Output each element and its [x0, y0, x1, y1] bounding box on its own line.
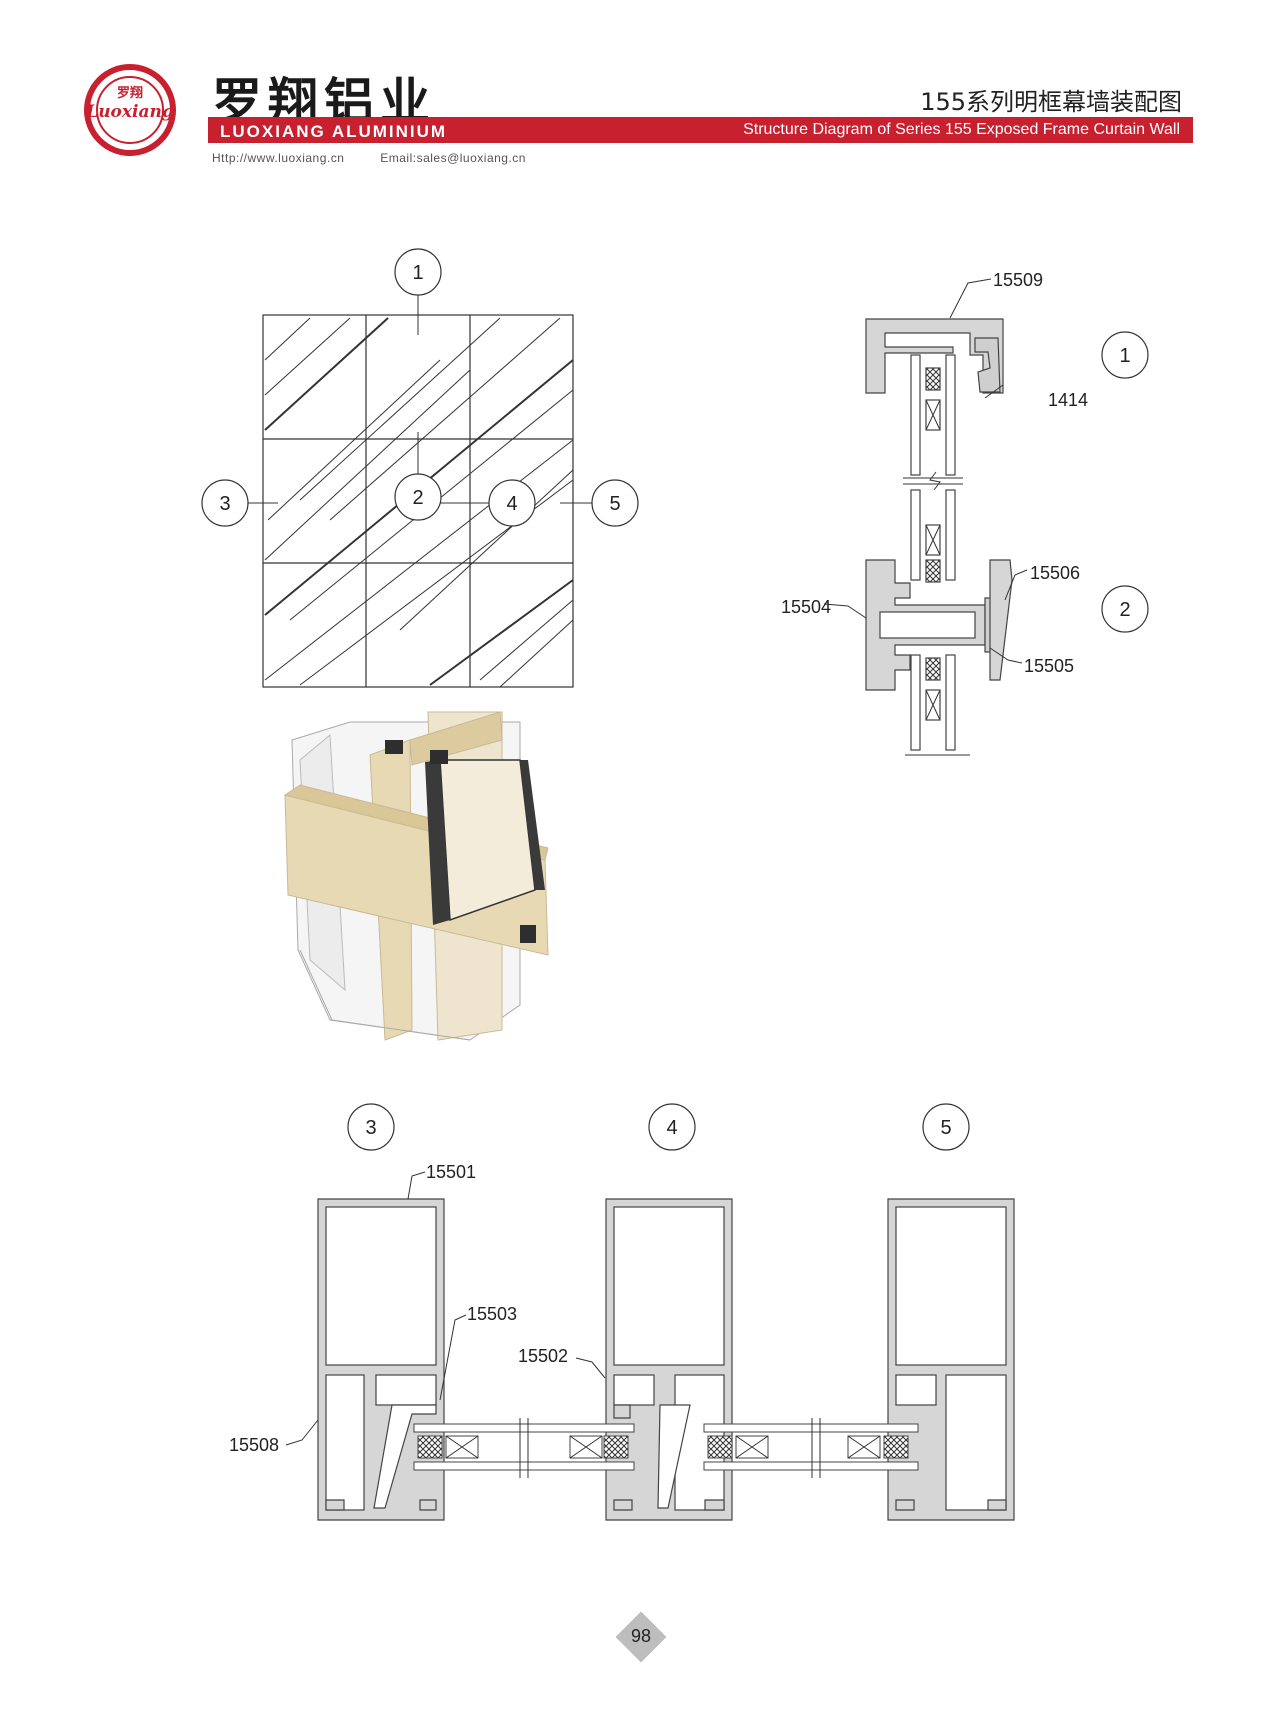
vertical-section [865, 318, 1013, 756]
section-callout-3: 3 [347, 1103, 395, 1151]
horizontal-section-callouts: 3 4 5 [347, 1103, 970, 1151]
svg-text:5: 5 [609, 493, 620, 515]
logo-cn-text: 罗翔 [116, 86, 143, 101]
part-label-15501: 15501 [426, 1162, 476, 1182]
logo-en-text: Luoxiang [86, 102, 174, 122]
page-number: 98 [630, 1626, 652, 1646]
horizontal-section-labels: 15501 15503 15502 15508 [229, 1162, 568, 1455]
isometric-render [283, 711, 549, 1041]
part-label-1414: 1414 [1048, 390, 1088, 410]
callout-4: 4 [488, 479, 536, 527]
callout-1: 1 [394, 248, 442, 296]
mullion-section-5 [887, 1198, 1015, 1521]
mullion-section-4 [605, 1198, 733, 1521]
glass-unit-right [703, 1418, 919, 1478]
glass-unit-bottom [910, 654, 956, 751]
svg-text:2: 2 [412, 487, 423, 509]
elevation-callouts: 1 2 3 4 5 [201, 248, 639, 527]
svg-text:5: 5 [940, 1117, 951, 1139]
section-callout-1: 1 [1101, 331, 1149, 379]
svg-text:3: 3 [365, 1117, 376, 1139]
callout-5: 5 [591, 479, 639, 527]
vertical-section-callouts: 1 2 [1101, 331, 1149, 633]
callout-2: 2 [394, 473, 442, 521]
svg-text:2: 2 [1119, 599, 1130, 621]
logo-ring [96, 76, 164, 144]
svg-text:1: 1 [1119, 345, 1130, 367]
part-label-15505: 15505 [1024, 656, 1074, 676]
brand-logo: 罗翔 Luoxiang [84, 64, 176, 156]
profile-15506 [989, 559, 1013, 681]
callout-3: 3 [201, 479, 249, 527]
website-link[interactable]: Http://www.luoxiang.cn [212, 151, 345, 165]
profile-1414 [974, 337, 1001, 393]
page-title-en: Structure Diagram of Series 155 Exposed … [743, 121, 1180, 138]
part-label-15504: 15504 [781, 597, 831, 617]
part-label-15503: 15503 [467, 1304, 517, 1324]
brand-name-en: LUOXIANG ALUMINIUM [220, 122, 448, 141]
contact-line: Http://www.luoxiang.cn Email:sales@luoxi… [212, 151, 558, 165]
part-label-15506: 15506 [1030, 563, 1080, 583]
svg-text:4: 4 [666, 1117, 677, 1139]
horizontal-section-leaders [285, 1171, 606, 1446]
vertical-section-labels: 15509 1414 15506 15504 15505 [781, 270, 1088, 676]
svg-text:4: 4 [506, 493, 517, 515]
glass-unit-left [413, 1418, 635, 1478]
horizontal-sections [317, 1198, 1015, 1521]
elevation-leaders [248, 294, 592, 504]
page-header: 罗翔 Luoxiang 罗翔铝业 155系列明框幕墙装配图 LUOXIANG A… [0, 0, 1277, 180]
part-label-15508: 15508 [229, 1435, 279, 1455]
part-label-15502: 15502 [518, 1346, 568, 1366]
section-callout-5: 5 [922, 1103, 970, 1151]
header-red-bar [208, 117, 1193, 143]
glass-unit-top [910, 354, 956, 476]
svg-text:3: 3 [219, 493, 230, 515]
page-title-cn: 155系列明框幕墙装配图 [920, 88, 1182, 116]
vertical-section-leaders [823, 278, 1028, 664]
profile-15503 [373, 1404, 437, 1509]
section-callout-4: 4 [648, 1103, 696, 1151]
profile-15502 [613, 1404, 631, 1419]
svg-text:1: 1 [412, 262, 423, 284]
page-number-badge: 98 [615, 1611, 667, 1663]
glass-unit-mid [910, 489, 956, 583]
mullion-section-3 [317, 1198, 445, 1521]
part-label-15509: 15509 [993, 270, 1043, 290]
email-link[interactable]: Email:sales@luoxiang.cn [380, 151, 526, 165]
section-callout-2: 2 [1101, 585, 1149, 633]
horizontal-glass-units [413, 1418, 919, 1478]
